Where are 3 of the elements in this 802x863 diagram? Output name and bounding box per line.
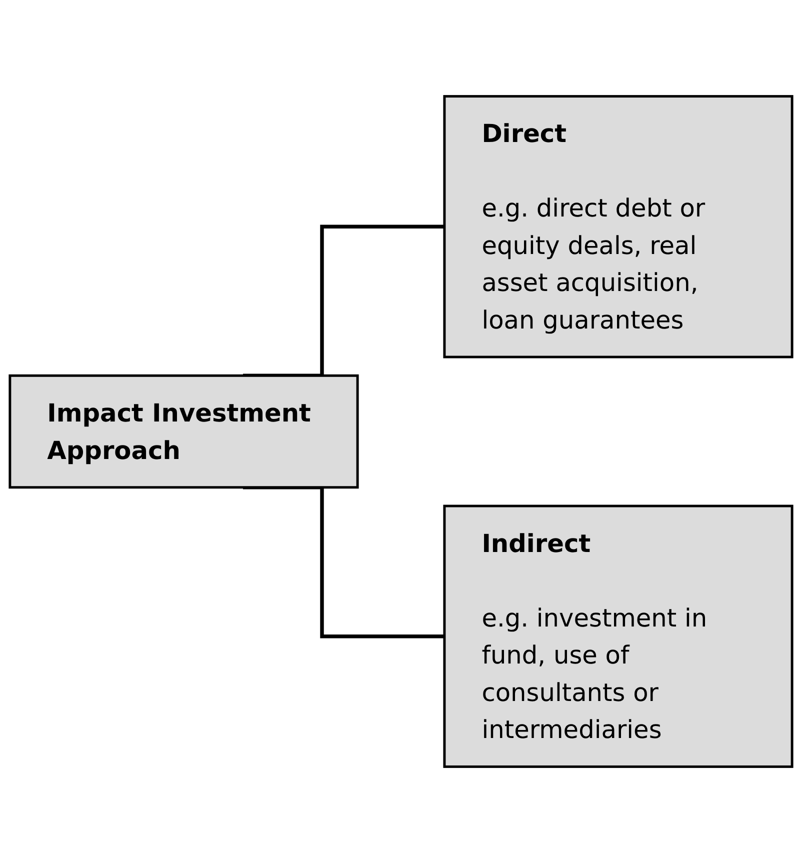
- node-box: Impact Investment Approach: [8, 374, 359, 489]
- node-box: Direct e.g. direct debt or equity deals, real asset acquisition, loan guarantees: [443, 95, 794, 358]
- node-box: Indirect e.g. investment in fund, use of consultants or intermediaries: [443, 504, 794, 768]
